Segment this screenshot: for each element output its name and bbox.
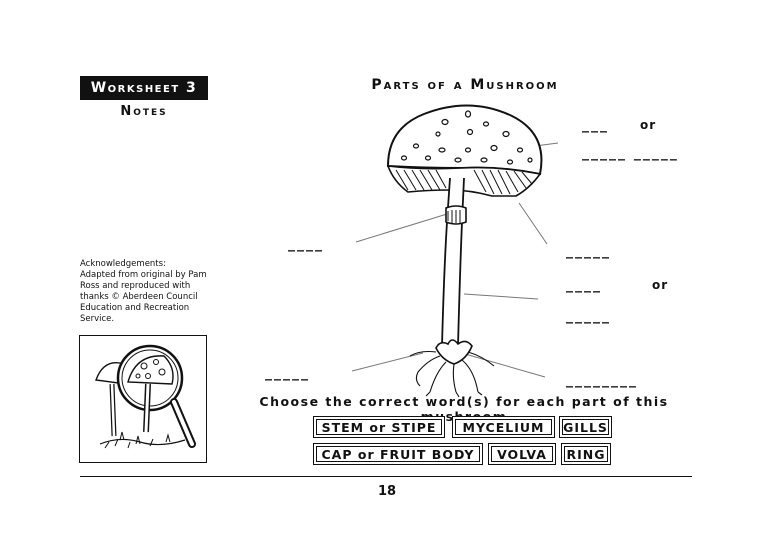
page-title: Parts of a Mushroom — [371, 77, 559, 93]
mushroom-cap — [386, 104, 543, 176]
leader-line-ring — [355, 213, 448, 243]
page-number: 18 — [377, 484, 397, 499]
acknowledgements-heading: Acknowledgements: — [80, 259, 166, 269]
answer-blank-mycelium[interactable]: ________ — [566, 372, 638, 388]
worksheet-badge: Worksheet 3 — [80, 76, 208, 100]
word-chip-cap-or-fruit-body[interactable]: CAP or FRUIT BODY — [313, 443, 483, 465]
or-label-1: or — [640, 118, 657, 132]
answer-blank-cap-1[interactable]: ___ — [582, 117, 609, 133]
leader-line-volva — [351, 352, 424, 372]
word-chip-volva[interactable]: VOLVA — [488, 443, 556, 465]
or-label-2: or — [652, 278, 669, 292]
leader-line-gills — [518, 202, 548, 245]
answer-blank-gills[interactable]: _____ — [566, 243, 611, 259]
mushroom-mycelium — [409, 350, 495, 398]
footer-divider — [80, 476, 692, 477]
word-chip-gills[interactable]: GILLS — [559, 416, 612, 438]
answer-blank-volva[interactable]: _____ — [265, 365, 310, 381]
word-chip-ring[interactable]: RING — [561, 443, 611, 465]
acknowledgements-body: Adapted from original by Pam Ross and re… — [80, 270, 207, 324]
magnifier-illustration — [95, 344, 196, 449]
notes-heading: Notes — [120, 104, 168, 119]
leader-line-mycelium — [457, 351, 546, 378]
mushroom-stem — [441, 177, 465, 347]
answer-blank-cap-2[interactable]: _____ _____ — [582, 145, 679, 161]
word-chip-stem-or-stipe[interactable]: STEM or STIPE — [313, 416, 445, 438]
answer-blank-ring[interactable]: ____ — [288, 236, 324, 252]
magnifier-mushroom-illustration — [79, 335, 207, 463]
acknowledgements: Acknowledgements: Adapted from original … — [80, 259, 208, 325]
leader-line-stem — [463, 293, 539, 300]
mushroom-volva — [435, 339, 473, 365]
word-chip-mycelium[interactable]: MYCELIUM — [452, 416, 555, 438]
cap-spots — [400, 110, 533, 165]
answer-blank-stem-2[interactable]: _____ — [566, 308, 611, 324]
answer-blank-stem-1[interactable]: ____ — [566, 277, 602, 293]
